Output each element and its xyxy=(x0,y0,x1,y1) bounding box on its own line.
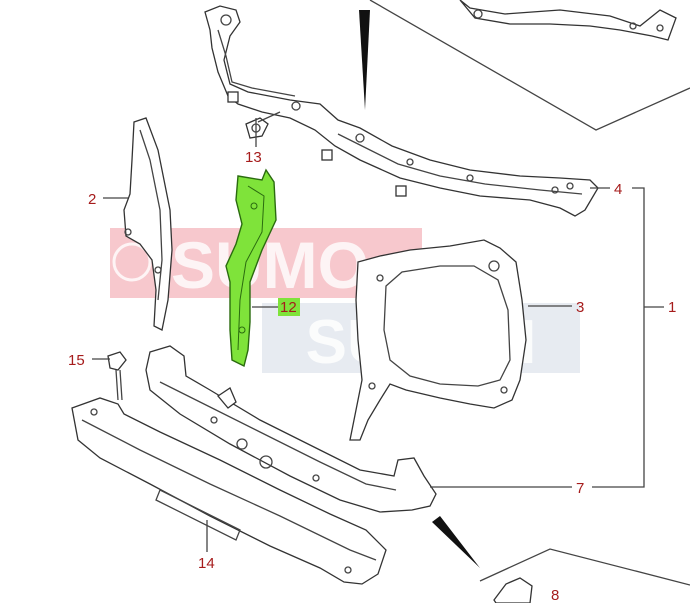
label-part-15: 15 xyxy=(68,352,85,369)
leader-lines xyxy=(92,118,664,552)
subpanel-bottom-right xyxy=(479,548,690,603)
label-part-12: 12 xyxy=(280,299,297,316)
label-part-4: 4 xyxy=(614,181,622,198)
label-part-2: 2 xyxy=(88,191,96,208)
label-part-12-highlight xyxy=(278,298,300,316)
label-part-14: 14 xyxy=(198,555,215,572)
label-part-7: 7 xyxy=(576,480,584,497)
label-part-1: 1 xyxy=(668,299,676,316)
subpanel-top-right xyxy=(369,0,690,131)
highlighted-part xyxy=(225,168,277,368)
bumper-reinforcement xyxy=(71,397,387,585)
label-part-3: 3 xyxy=(576,299,584,316)
watermark-logo-icon xyxy=(112,242,152,282)
direction-arrow-down xyxy=(359,10,370,110)
headlamp-housing xyxy=(349,239,527,441)
highlighted-member-12 xyxy=(225,168,277,368)
left-side-member xyxy=(123,117,173,331)
bolt-13-icon xyxy=(245,111,281,139)
label-part-8: 8 xyxy=(551,587,559,603)
watermark-text-sumo: SUMO xyxy=(171,228,369,302)
label-part-13: 13 xyxy=(245,149,262,166)
lower-member xyxy=(145,345,437,513)
part-labels: 2 13 12 15 14 4 3 1 7 8 xyxy=(68,149,676,603)
bolt-15-icon xyxy=(107,351,127,401)
direction-arrow-diagonal xyxy=(432,516,480,568)
